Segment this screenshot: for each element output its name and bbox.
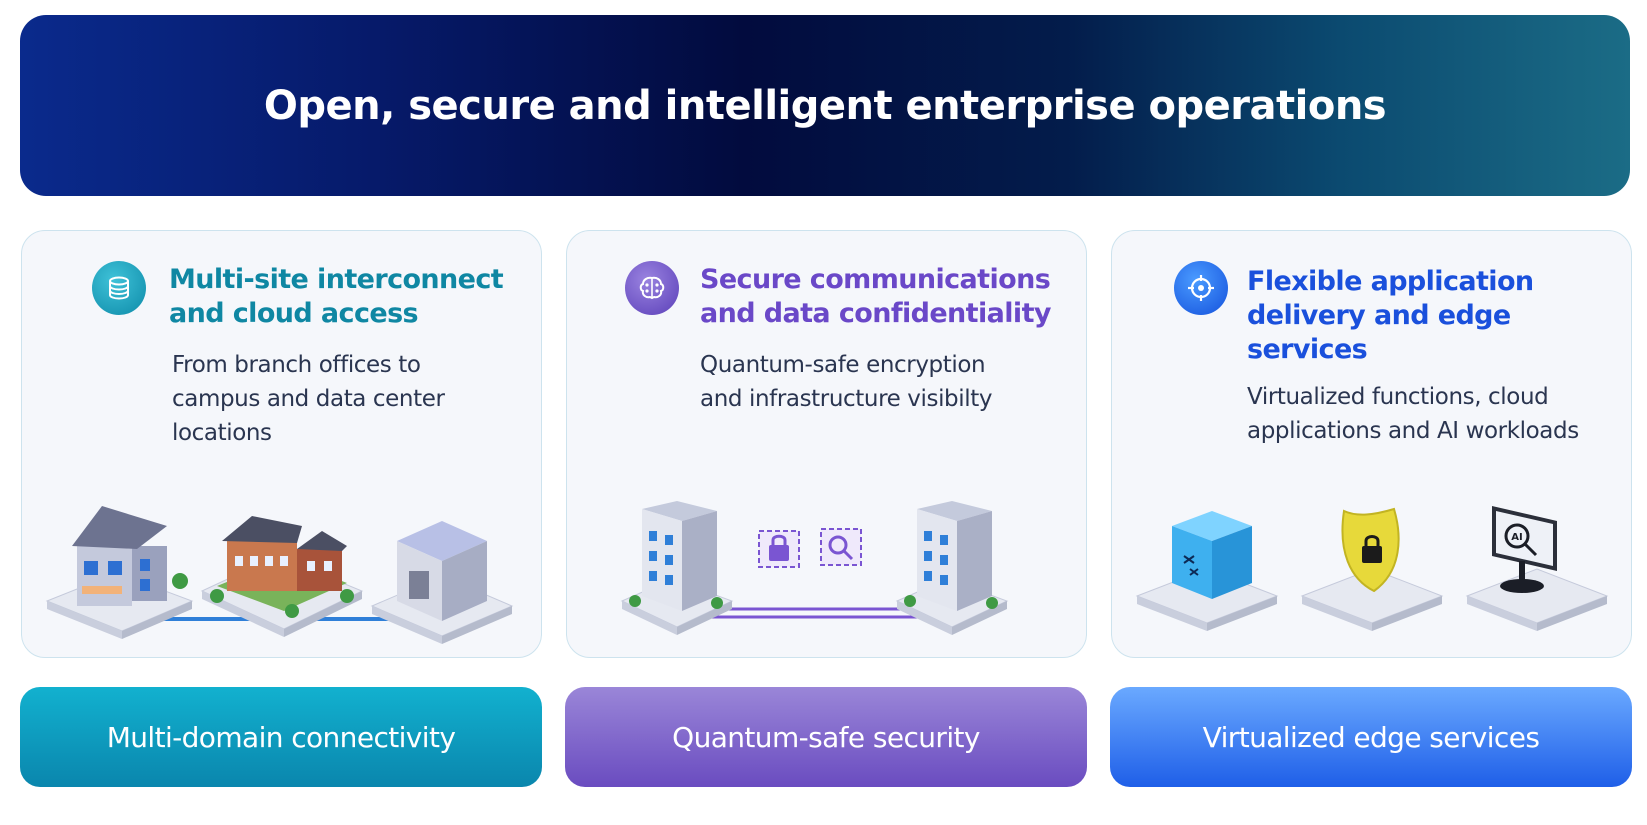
lock-icon — [758, 530, 800, 568]
data-center-icon — [370, 521, 514, 644]
branch-office-icon — [45, 506, 194, 639]
database-icon — [92, 261, 146, 315]
pill-multi-domain-connectivity: Multi-domain connectivity — [20, 687, 542, 787]
card-description: Virtualized functions, cloud application… — [1247, 384, 1579, 444]
card-multi-site-interconnect: Multi-site interconnect and cloud access… — [21, 230, 542, 658]
card-description: From branch offices to campus and data c… — [172, 352, 445, 446]
pill-label: Virtualized edge services — [1202, 720, 1540, 754]
pill-quantum-safe-security: Quantum-safe security — [565, 687, 1087, 787]
ai-monitor-icon: AI — [1492, 506, 1557, 593]
pill-label: Multi-domain connectivity — [106, 720, 456, 754]
office-building-icon — [895, 501, 1009, 635]
ai-label: AI — [1511, 532, 1522, 543]
banner-title: Open, secure and intelligent enterprise … — [263, 82, 1387, 129]
card-secure-communications: Secure communications and data confident… — [566, 230, 1087, 658]
crosshair-icon — [1174, 261, 1228, 315]
platform — [1300, 568, 1444, 631]
campus-icon — [200, 516, 364, 637]
brain-icon — [625, 261, 679, 315]
router-cube-icon — [1172, 511, 1252, 599]
card-title: Flexible application delivery and edge s… — [1247, 266, 1534, 365]
pill-label: Quantum-safe security — [672, 720, 980, 754]
card-description: Quantum-safe encryption and infrastructu… — [700, 352, 993, 412]
edge-services-illustration: AI — [1135, 506, 1609, 631]
pill-virtualized-edge-services: Virtualized edge services — [1110, 687, 1632, 787]
card-title: Secure communications and data confident… — [700, 264, 1051, 329]
card-title: Multi-site interconnect and cloud access — [169, 264, 504, 329]
magnifier-icon — [820, 528, 862, 566]
office-building-icon — [620, 501, 734, 635]
platform — [1465, 568, 1609, 631]
card-flexible-application: Flexible application delivery and edge s… — [1111, 230, 1632, 658]
buildings-illustration — [45, 506, 514, 644]
shield-lock-icon — [1341, 507, 1400, 593]
header-banner: Open, secure and intelligent enterprise … — [20, 15, 1630, 196]
secure-link-illustration — [620, 501, 1009, 635]
